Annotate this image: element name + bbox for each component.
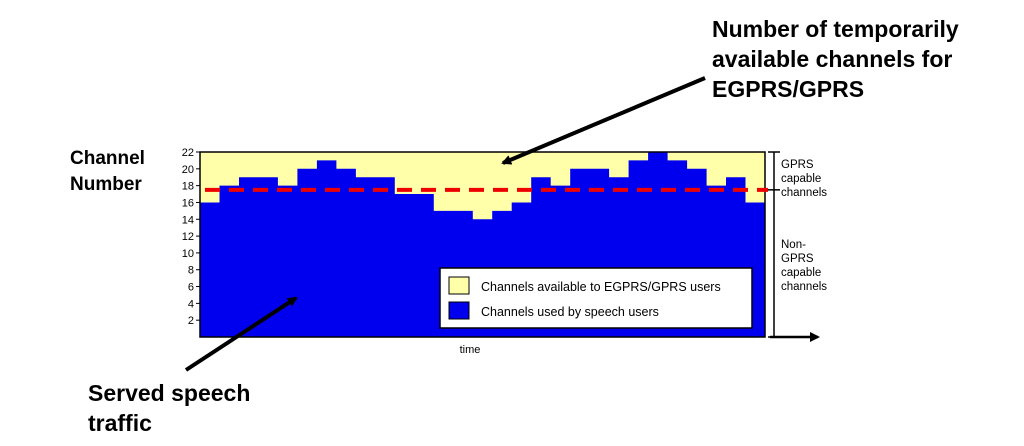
y-axis-label: Channel Number — [70, 146, 145, 198]
gprs-capable-label: GPRS capable channels — [781, 159, 827, 199]
y-tick-label: 12 — [182, 231, 194, 243]
legend-box — [439, 267, 753, 329]
legend-swatch-available — [448, 276, 470, 295]
callout-arrow-egprs — [501, 76, 706, 165]
legend-swatch-speech — [448, 301, 470, 320]
y-tick-label: 6 — [188, 282, 194, 294]
y-axis-label-line: Number — [70, 174, 142, 195]
y-tick-label: 20 — [182, 164, 194, 176]
callout-line: Served speech — [88, 380, 251, 406]
side-label-line: capable — [781, 173, 821, 185]
side-label-line: channels — [781, 187, 827, 199]
x-axis-label: time — [460, 344, 481, 356]
y-tick-label: 14 — [182, 214, 194, 226]
legend-label-speech: Channels used by speech users — [481, 305, 659, 319]
side-label-line: Non- — [781, 239, 806, 251]
side-label-line: capable — [781, 267, 821, 279]
side-label-line: GPRS — [781, 253, 814, 265]
non-gprs-capable-label: Non- GPRS capable channels — [781, 239, 827, 293]
callout-arrow-speech — [184, 296, 298, 372]
y-tick-label: 4 — [188, 298, 194, 310]
y-tick-label: 10 — [182, 248, 194, 260]
y-axis-ticks: 2 4 6 8 10 12 14 16 18 20 22 — [182, 147, 200, 327]
legend: Channels available to EGPRS/GPRS users C… — [439, 267, 753, 329]
y-tick-label: 8 — [188, 265, 194, 277]
egprs-callout-text: Number of temporarily available channels… — [712, 14, 959, 104]
callout-line: available channels for — [712, 46, 953, 72]
y-tick-label: 22 — [182, 147, 194, 159]
y-tick-label: 16 — [182, 197, 194, 209]
y-tick-label: 18 — [182, 181, 194, 193]
side-label-line: channels — [781, 281, 827, 293]
y-tick-label: 2 — [188, 315, 194, 327]
side-label-line: GPRS — [781, 159, 814, 171]
callout-line: EGPRS/GPRS — [712, 76, 865, 102]
legend-label-available: Channels available to EGPRS/GPRS users — [481, 280, 721, 294]
plot-frame — [199, 151, 766, 338]
callout-line: traffic — [88, 410, 152, 436]
callout-line: Number of temporarily — [712, 16, 959, 42]
speech-callout-text: Served speech traffic — [88, 378, 250, 438]
y-axis-label-line: Channel — [70, 148, 145, 169]
